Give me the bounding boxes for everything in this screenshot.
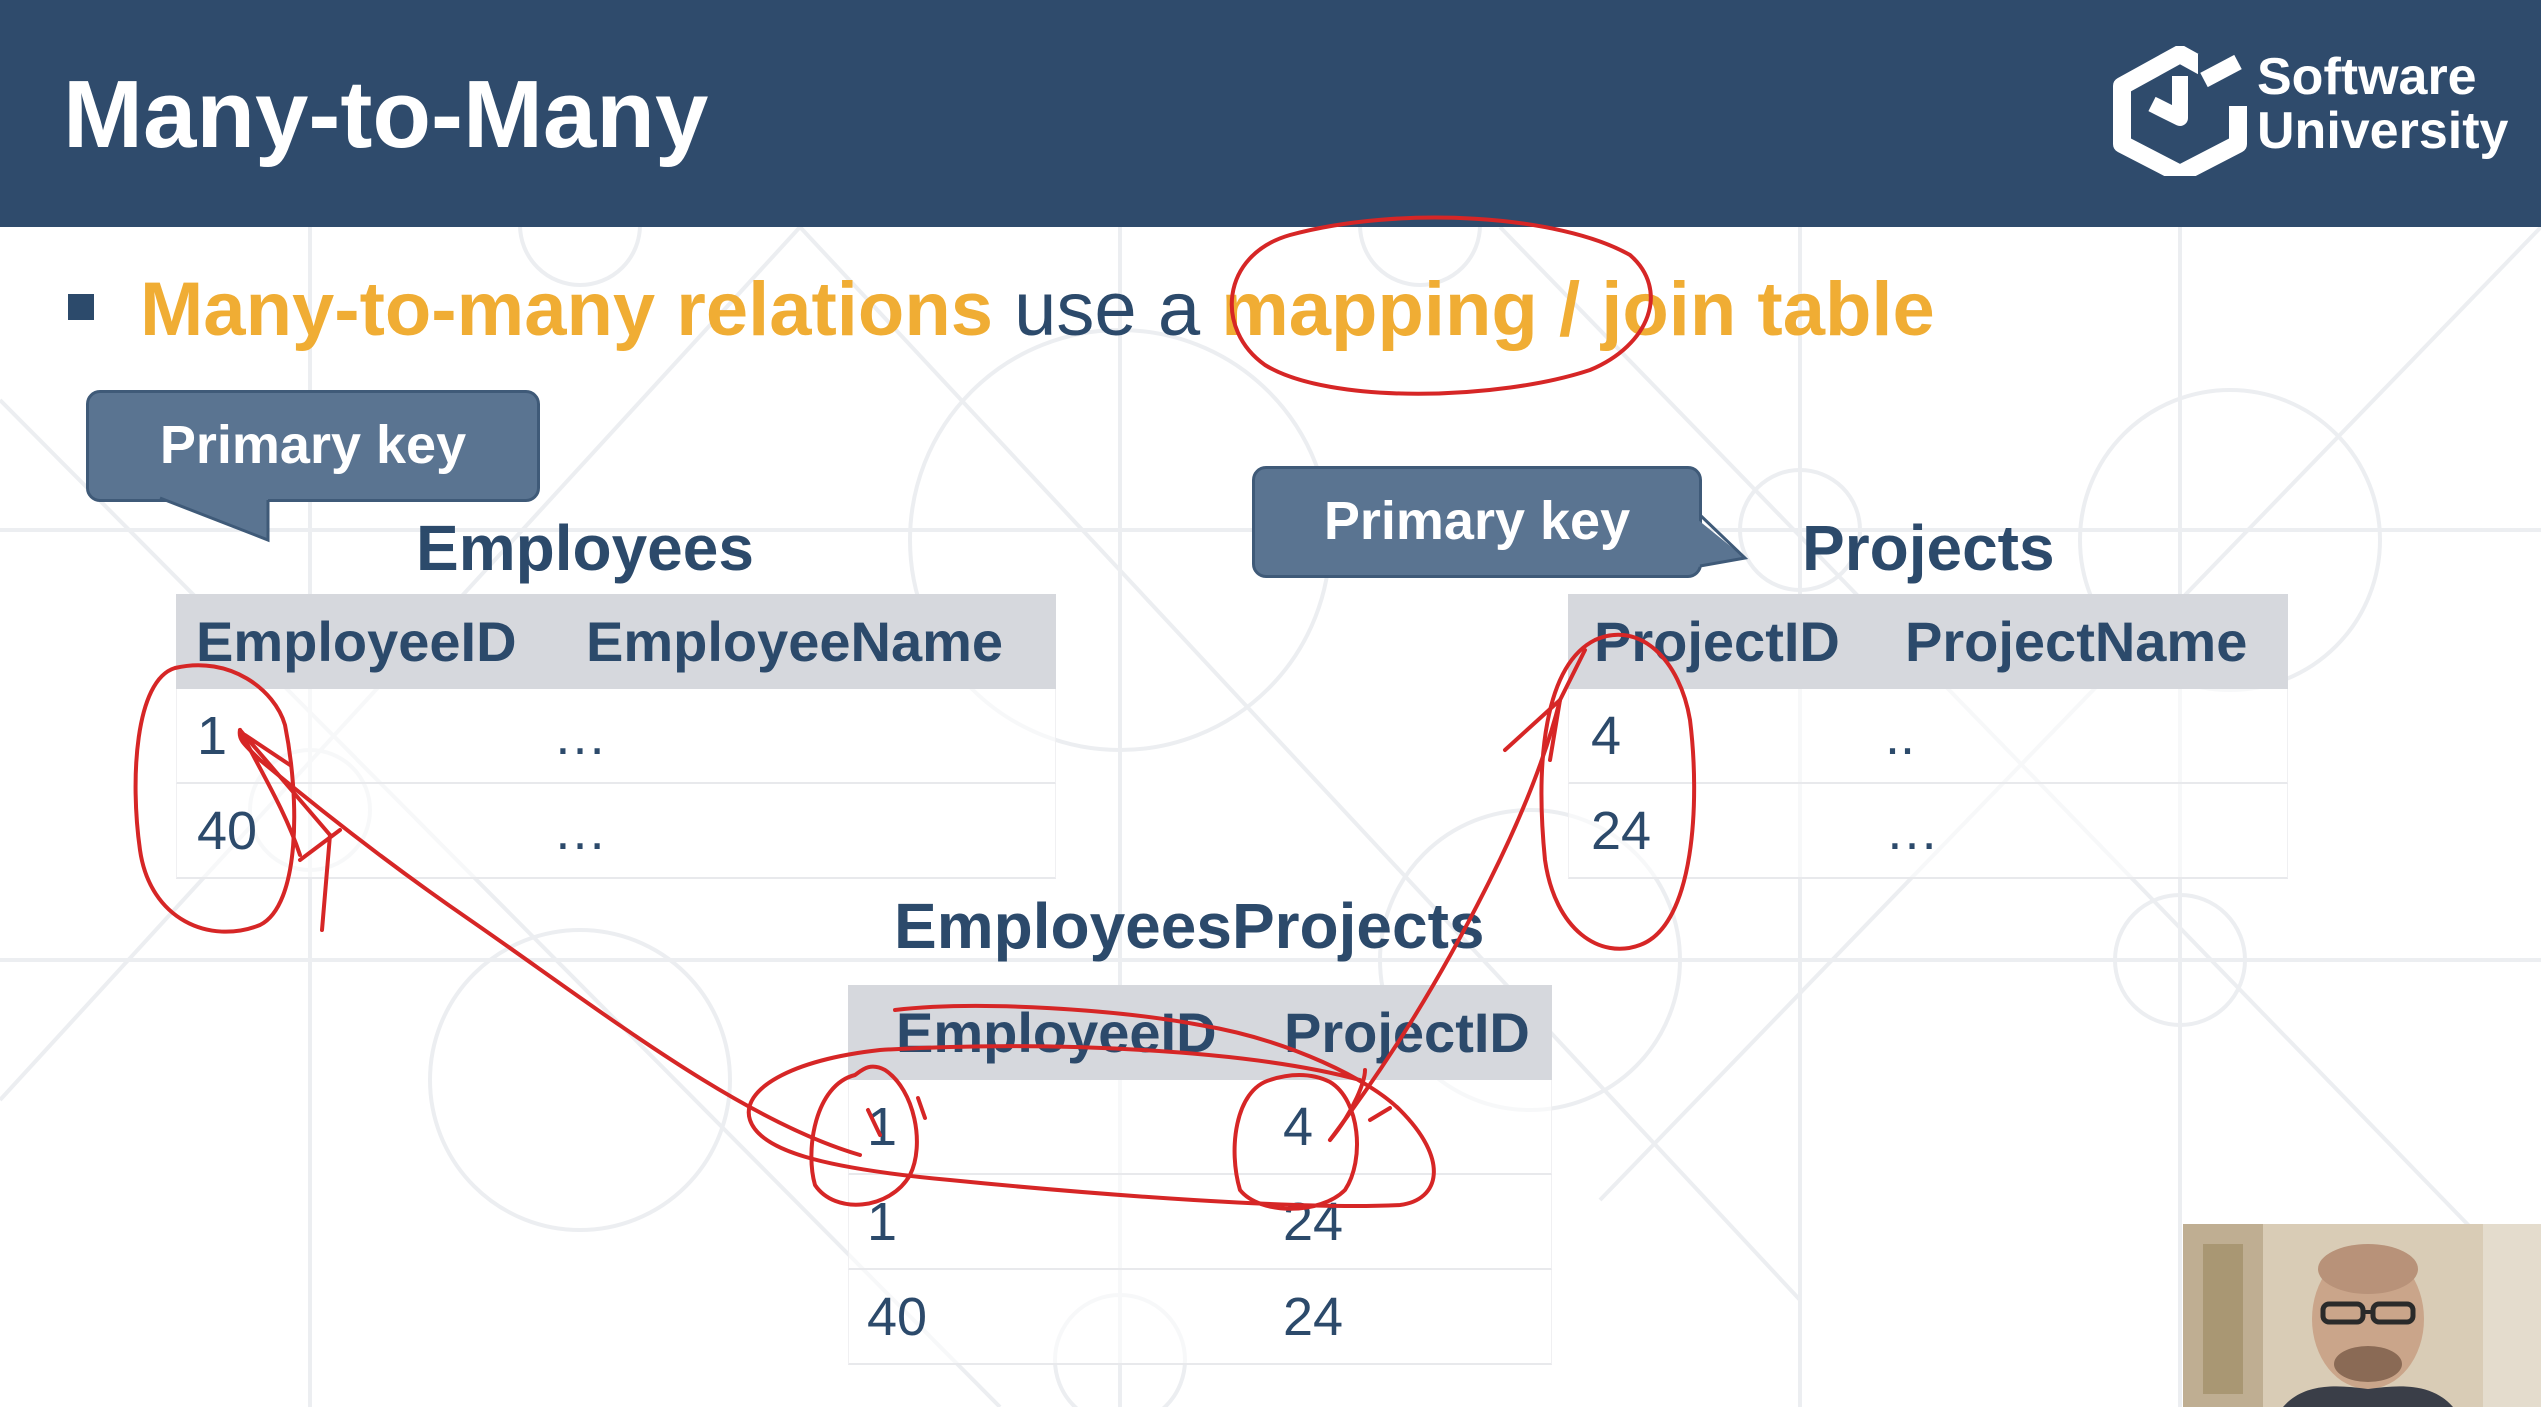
employees-callout-tail [159,496,270,543]
logo-line-2: University [2257,102,2509,160]
bullet-square-icon [68,294,94,320]
table-row: 1 24 [848,1175,1552,1270]
employees-table-title: Employees [416,512,754,584]
table-row: 1 … [176,689,1056,784]
software-university-logo: Software University [2110,46,2520,176]
table-cell: 24 [1283,1192,1344,1252]
projects-table-header: ProjectID ProjectName [1568,594,2288,689]
bullet-highlight-mapping: mapping / join table [1221,267,1935,352]
employees-projects-table-title: EmployeesProjects [894,890,1485,962]
bullet-text: Many-to-many relations use a mapping / j… [140,262,1935,358]
projects-column-header: ProjectName [1905,610,2248,673]
employees-column-header: EmployeeID [196,610,517,673]
logo-text: Software University [2257,50,2508,158]
table-cell: 40 [867,1287,928,1347]
projects-primary-key-callout: Primary key [1252,466,1702,578]
table-cell: 40 [197,801,258,861]
projects-table: ProjectID ProjectName 4 .. 24 … [1568,594,2288,879]
table-row: 4 .. [1568,689,2288,784]
presenter-webcam-icon [2183,1224,2541,1407]
table-row: 40 … [176,784,1056,879]
softuni-hex-logo-icon [2113,46,2250,176]
table-cell: 4 [1591,706,1622,766]
table-row: 40 24 [848,1270,1552,1365]
bullet-highlight-many-to-many: Many-to-many relations [140,267,994,352]
callout-label: Primary key [1323,491,1631,551]
table-row: 1 4 [848,1080,1552,1175]
slide-title: Many-to-Many [63,61,709,168]
table-cell: … [1885,801,1939,861]
logo-line-1: Software [2257,48,2477,106]
employees-primary-key-callout: Primary key [86,390,540,502]
presenter-webcam [2183,1224,2541,1407]
table-cell: … [553,801,607,861]
slide-header: Many-to-Many Software University [0,0,2541,227]
table-cell: 4 [1283,1097,1314,1157]
table-cell: 1 [867,1192,898,1252]
table-cell: 24 [1591,801,1652,861]
table-cell: .. [1885,706,1916,766]
table-cell: 1 [867,1097,898,1157]
table-cell: … [553,706,607,766]
table-row: 24 … [1568,784,2288,879]
employees-table-header: EmployeeID EmployeeName [176,594,1056,689]
table-cell: 24 [1283,1287,1344,1347]
projects-table-title: Projects [1802,512,2055,584]
employees-projects-column-header: ProjectID [1284,1001,1530,1064]
employees-table: EmployeeID EmployeeName 1 … 40 … [176,594,1056,879]
bullet-plain-text: use a [993,267,1222,352]
employees-projects-table-header: EmployeeID ProjectID [848,985,1552,1080]
employees-projects-table: EmployeeID ProjectID 1 4 1 24 40 24 [848,985,1552,1365]
callout-label: Primary key [159,415,467,475]
projects-callout-tail [1692,513,1749,568]
projects-column-header: ProjectID [1594,610,1840,673]
employees-projects-column-header: EmployeeID [896,1001,1217,1064]
table-cell: 1 [197,706,228,766]
employees-column-header: EmployeeName [586,610,1004,673]
